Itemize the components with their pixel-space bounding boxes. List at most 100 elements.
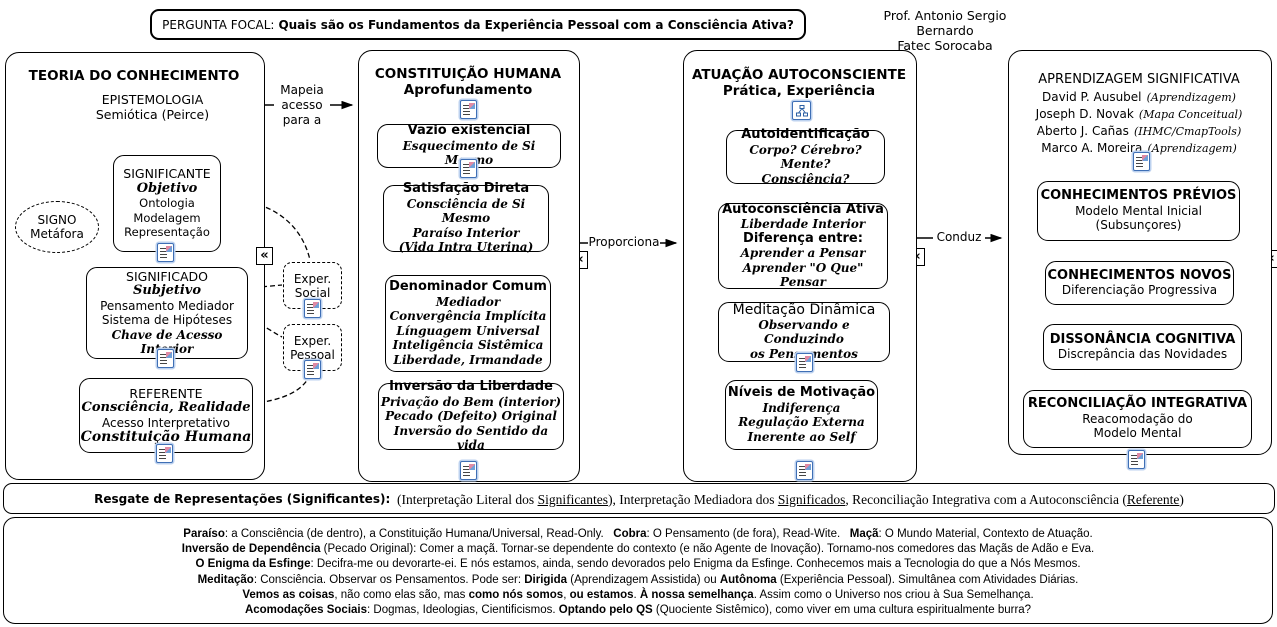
note-line: Vemos as coisas, não como elas são, mas … [4,588,1272,603]
node-line: Constituição Humana [80,429,252,445]
node-line: Representação [124,225,210,240]
note-segment: Acomodações Sociais [244,604,368,617]
note-line: O Enigma da Esfinge: Decifra-me ou devor… [4,557,1272,572]
node-line: Sistema de Hipóteses [101,313,233,327]
epistemologia-label: EPISTEMOLOGIA [101,92,204,107]
footer-bar-segment: ) [1179,492,1184,507]
link-label-mapeia: Mapeia acesso para a [274,83,330,128]
note-line: Acomodações Sociais: Dogmas, Ideologias,… [4,603,1272,618]
node-line: Consciência? [761,171,850,186]
node-line: Ontologia [139,196,195,211]
node-line: Diferenciação Progressiva [1061,283,1218,297]
resource-icon[interactable] [157,243,174,262]
note-segment: : a Consciência (de dentro), a Constitui… [224,528,614,540]
node-niveis-de-motivacao[interactable]: Níveis de Motivação Indiferença Regulaçã… [725,380,878,450]
footer-bar-segment: Referente [1126,492,1180,507]
node-line: Liberdade Interior [740,217,866,231]
note-segment: À nossa semelhança [639,588,754,601]
node-subtitle: Consciência, Realidade [81,400,251,415]
node-line: Consciência de Si Mesmo [406,196,526,226]
node-dissonancia-cognitiva[interactable]: DISSONÂNCIA COGNITIVA Discrepância das N… [1043,324,1242,370]
constituicao-title: CONSTITUIÇÃO HUMANA Aprofundamento [362,66,574,98]
resource-icon[interactable] [460,461,477,480]
focal-question-text: Quais são os Fundamentos da Experiência … [278,17,794,32]
node-meditacao-dinamica[interactable]: Meditação Dinâmica Observando e Conduzin… [718,302,890,362]
node-significado[interactable]: SIGNIFICADO Subjetivo Pensamento Mediado… [86,267,248,359]
node-autoidentificacao[interactable]: Autoidentificação Corpo? Cérebro? Mente?… [726,127,885,186]
link-label-proporciona: Proporciona [588,235,660,250]
node-line: Exper. [293,271,332,286]
note-segment: Dirigida [524,573,568,586]
node-title: DISSONÂNCIA COGNITIVA [1049,331,1236,347]
resource-icon[interactable] [156,444,173,463]
footer-bar: Resgate de Representações (Significantes… [3,483,1275,514]
column-title-line: ATUAÇÃO AUTOCONSCIENTE [691,67,907,83]
node-satisfacao-direta[interactable]: Satisfação Direta Consciência de Si Mesm… [383,181,549,255]
footer-bar-segment: Significantes [537,492,609,507]
note-segment: (Experiência Pessoal). Simultânea com At… [776,573,1079,586]
node-significante[interactable]: SIGNIFICANTE Objetivo Ontologia Modelage… [113,155,221,252]
node-title: Vazio existencial [407,123,531,139]
resource-icon[interactable] [460,100,477,119]
resource-icon[interactable] [304,360,321,379]
node-title: Satisfação Direta [402,181,530,197]
column-aprendizagem-significativa [1008,50,1272,455]
node-referente[interactable]: REFERENTE Consciência, Realidade Acesso … [79,378,253,453]
note-segment: como nós somos [468,588,564,601]
notes-box: Paraíso: a Consciência (de dentro), a Co… [3,517,1273,624]
resource-icon[interactable] [796,353,813,372]
focal-question-label: PERGUNTA FOCAL: [162,17,275,32]
node-inversao-da-liberdade[interactable]: Inversão da Liberdade Privação do Bem (i… [378,380,564,453]
node-reconciliacao-integrativa[interactable]: RECONCILIAÇÃO INTEGRATIVA Reacomodação d… [1023,390,1252,448]
node-line: Liberdade, Irmandade [393,352,543,367]
node-signo[interactable]: SIGNO Metáfora [15,201,99,253]
note-segment: Inversão de Dependência [181,543,321,556]
resource-icon[interactable] [796,461,813,480]
node-title: Autoconsciência Ativa [722,201,884,217]
resource-icon[interactable] [1128,450,1145,469]
node-line: Corpo? Cérebro? Mente? [749,142,862,172]
node-line: Aprender a Pensar [740,246,866,260]
column-title-line: CONSTITUIÇÃO HUMANA [374,66,562,82]
teoria-title: TEORIA DO CONHECIMENTO [28,68,240,84]
node-line: Inteligência Sistêmica [392,338,544,352]
node-line: Inversão do Sentido da vida [393,423,549,453]
resource-icon[interactable] [157,349,174,368]
node-denominador-comum[interactable]: Denominador Comum Mediador Convergência … [385,275,551,372]
note-segment: : Dogmas, Ideologias, Cientificismos. [367,604,559,617]
cmap-icon[interactable] [792,101,811,120]
note-segment: , não como elas são, mas [334,588,469,601]
node-line: Inerente ao Self [747,429,856,444]
node-exper-pessoal[interactable]: Exper. Pessoal [283,324,342,371]
node-autoconsciencia-ativa[interactable]: Autoconsciência Ativa Liberdade Interior… [718,201,888,289]
node-line: Pessoal [290,347,335,362]
node-line: Acesso Interpretativo [101,415,230,430]
focal-question-box: PERGUNTA FOCAL: Quais são os Fundamentos… [150,9,806,40]
node-line: (Vida Intra Uterina) [398,240,534,255]
note-segment: Meditação [197,573,254,586]
node-line: Diferença entre: [743,230,863,246]
node-conhecimentos-previos[interactable]: CONHECIMENTOS PRÉVIOS Modelo Mental Inic… [1037,181,1240,241]
note-segment: O Enigma da Esfinge [195,558,311,571]
node-line: Exper. [293,333,332,348]
aprendizagem-title: APRENDIZAGEM SIGNIFICATIVA [1038,72,1240,87]
resource-icon[interactable] [1133,152,1150,171]
column-subtitle: Prática, Experiência [722,83,876,99]
link-label-line: para a [282,113,322,127]
node-line: Reacomodação do [1082,411,1193,426]
note-line: Inversão de Dependência (Pecado Original… [4,542,1272,557]
resource-icon[interactable] [304,299,321,318]
node-title: CONHECIMENTOS PRÉVIOS [1040,188,1237,204]
node-conhecimentos-novos[interactable]: CONHECIMENTOS NOVOS Diferenciação Progre… [1045,261,1234,305]
node-line: Pecado (Defeito) Original [385,409,557,424]
footer-bar-segment: (Interpretação Literal dos [390,492,538,507]
node-line: Social [294,285,331,300]
note-segment: : O Mundo Material, Contexto de Atuação. [878,528,1093,540]
collapse-chevron-icon[interactable]: « [256,247,273,265]
node-title: Autoidentificação [741,127,870,142]
node-line: Modelo Mental [1093,426,1182,441]
link-label-line: Mapeia [280,83,324,97]
node-line: Pensamento Mediador [100,298,234,313]
resource-icon[interactable] [460,159,477,178]
node-title: CONHECIMENTOS NOVOS [1047,267,1232,283]
